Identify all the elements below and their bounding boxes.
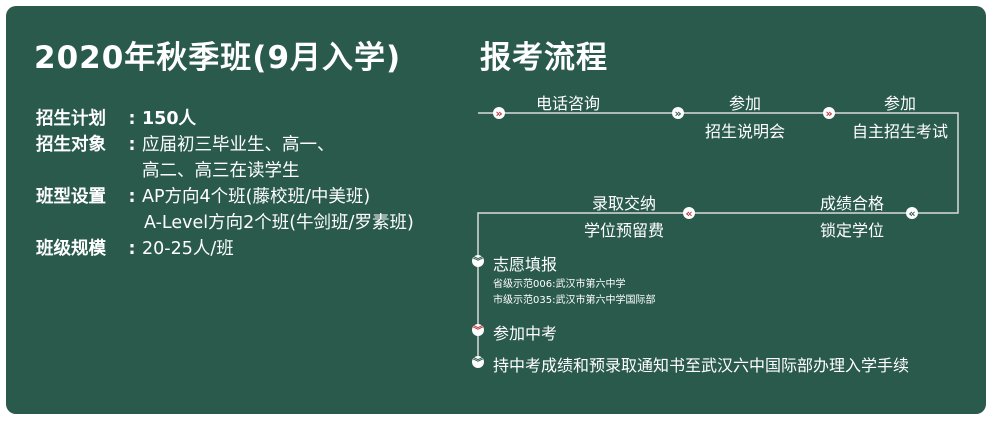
red-arrow-icon: » bbox=[493, 107, 505, 120]
step-admission-pay: 录取交纳 bbox=[591, 194, 657, 213]
step-pass-scores: 成绩合格 bbox=[819, 194, 885, 213]
classes-row: 班型设置 : AP方向4个班(藤校班/中美班) bbox=[36, 184, 482, 210]
step-note-1: 省级示范006:武汉市第六中学 bbox=[493, 279, 626, 290]
step-phone-consult: 电话咨询 bbox=[535, 94, 601, 113]
plan-colon: : bbox=[128, 109, 136, 129]
red-chevron-down-icon: ︾ bbox=[472, 324, 484, 337]
svg-text:«: « bbox=[685, 207, 692, 220]
double-arrow-left-icon: « bbox=[906, 207, 918, 220]
chevron-down-icon: ︾ bbox=[472, 255, 484, 268]
target-value-line1: 应届初三毕业生、高一、 bbox=[142, 135, 335, 155]
step-lock-place: 锁定学位 bbox=[819, 221, 885, 240]
size-row: 班级规模 : 20-25人/班 bbox=[36, 236, 482, 262]
svg-text:︾: ︾ bbox=[473, 255, 483, 268]
target-label: 招生对象 bbox=[36, 135, 106, 155]
svg-text:»: » bbox=[495, 107, 502, 120]
target-colon: : bbox=[128, 135, 136, 155]
flow-title: 报考流程 bbox=[480, 40, 608, 76]
plan-value: 150人 bbox=[142, 109, 197, 129]
step-info-session: 招生说明会 bbox=[704, 122, 786, 141]
classes-colon: : bbox=[128, 187, 136, 207]
svg-text:︾: ︾ bbox=[473, 356, 483, 369]
target-value-line2: 高二、高三在读学生 bbox=[142, 161, 300, 181]
step-reserve-fee: 学位预留费 bbox=[583, 221, 665, 240]
enrollment-info: 招生计划 : 150人 招生对象 : 应届初三毕业生、高一、 高二、高三在读学生… bbox=[36, 106, 482, 262]
plan-label: 招生计划 bbox=[36, 109, 106, 129]
plan-row: 招生计划 : 150人 bbox=[36, 106, 482, 132]
size-value: 20-25人/班 bbox=[142, 239, 234, 259]
step-self-exam: 自主招生考试 bbox=[851, 122, 949, 141]
chevron-down-icon: ︾ bbox=[472, 356, 484, 369]
step-enroll-procedure: 持中考成绩和预录取通知书至武汉六中国际部办理入学手续 bbox=[493, 356, 910, 375]
double-arrow-icon: » bbox=[672, 107, 684, 120]
size-colon: : bbox=[128, 239, 136, 259]
svg-text:»: » bbox=[674, 107, 681, 120]
size-label: 班级规模 bbox=[36, 239, 106, 259]
board-background bbox=[6, 6, 986, 414]
page-title: 2020年秋季班(9月入学) bbox=[34, 40, 402, 76]
svg-text:»: » bbox=[825, 107, 832, 120]
step-attend-exam-label: 参加 bbox=[883, 94, 917, 113]
classes-label: 班型设置 bbox=[36, 187, 106, 207]
target-row: 招生对象 : 应届初三毕业生、高一、 bbox=[36, 132, 482, 158]
svg-text:︾: ︾ bbox=[473, 324, 483, 337]
classes-value-line2: A-Level方向2个班(牛剑班/罗素班) bbox=[144, 213, 414, 233]
svg-text:«: « bbox=[908, 207, 915, 220]
red-arrow-left-icon: « bbox=[683, 207, 695, 220]
classes-value-line1: AP方向4个班(藤校班/中美班) bbox=[142, 187, 371, 207]
step-attend-label: 参加 bbox=[728, 94, 762, 113]
step-attend-zhongkao: 参加中考 bbox=[493, 324, 558, 343]
red-arrow-icon: » bbox=[823, 107, 835, 120]
step-volunteer-fill: 志愿填报 bbox=[493, 255, 558, 274]
step-note-2: 市级示范035:武汉市第六中学国际部 bbox=[493, 295, 656, 306]
